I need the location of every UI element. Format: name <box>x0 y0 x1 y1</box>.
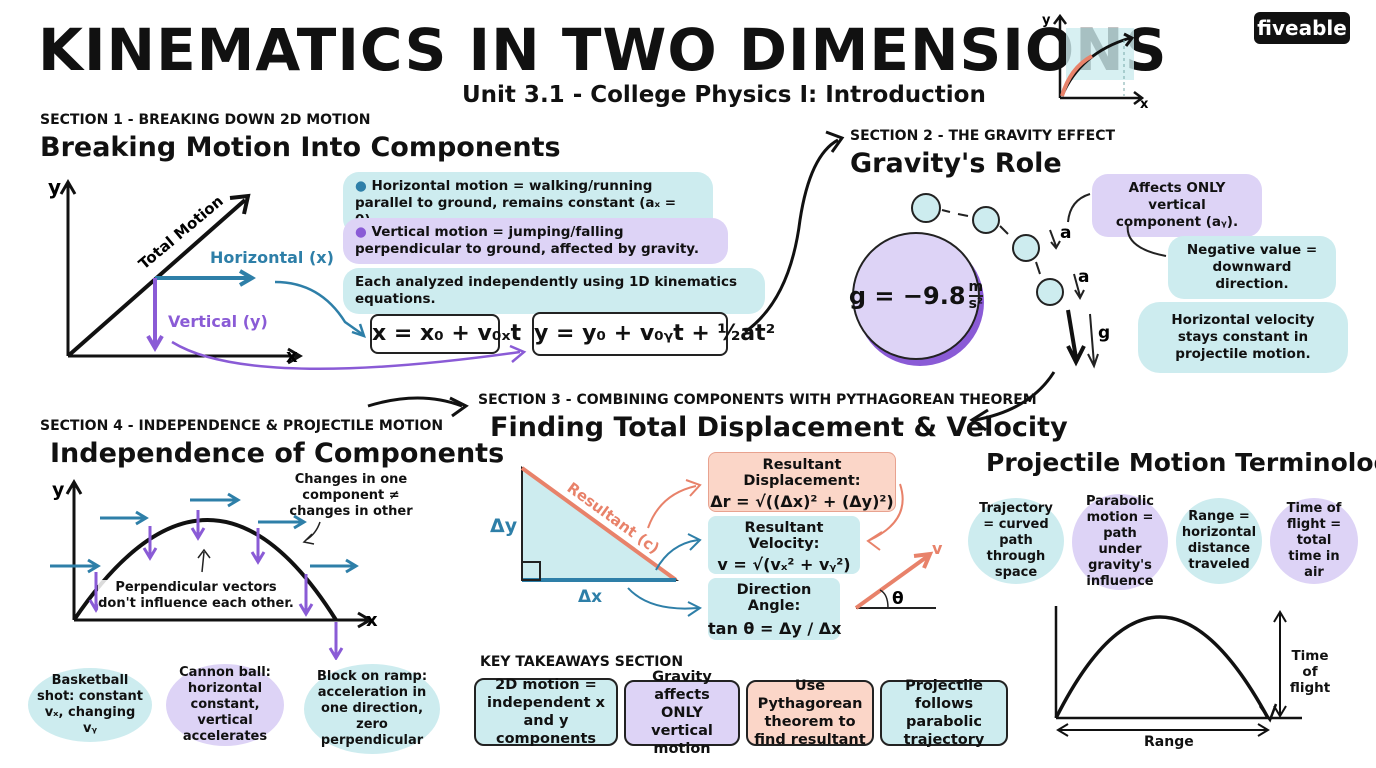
takeaways-label: KEY TAKEAWAYS SECTION <box>480 654 684 670</box>
g-unit-den: s² <box>968 296 984 312</box>
x-equation: x = x₀ + v₀ₓt <box>370 314 521 354</box>
s1-axis-x: x <box>286 346 298 367</box>
term-range: Range = horizontal distance traveled <box>1176 498 1262 584</box>
section3-arrows: v θ <box>627 479 943 617</box>
resultant-velocity-box: Resultant Velocity: v = √(vₓ² + vᵧ²) <box>708 516 860 574</box>
disp-title: Resultant Displacement: <box>743 457 861 489</box>
range-time-diagram <box>1054 606 1302 737</box>
section2-label: SECTION 2 - THE GRAVITY EFFECT <box>850 128 1116 144</box>
v-vector-label: v <box>932 539 943 558</box>
fiveable-logo[interactable]: fiveable <box>1254 12 1350 44</box>
section3-heading: Finding Total Displacement & Velocity <box>490 412 1068 443</box>
falling-ball-diagram: a a g <box>911 193 1110 369</box>
direction-angle-box: Direction Angle: tan θ = Δy / Δx <box>708 578 842 640</box>
horizontal-label: Horizontal (x) <box>210 248 334 267</box>
s4-axis-y: y <box>52 479 65 501</box>
vertical-label: Vertical (y) <box>168 312 268 331</box>
logo-x-label: x <box>1140 97 1149 108</box>
terminology-heading: Projectile Motion Terminology <box>986 448 1376 477</box>
g-value: g = −9.8 <box>848 282 966 310</box>
brand-text: fiveable <box>1257 16 1347 40</box>
angle-title: Direction Angle: <box>736 582 812 614</box>
disp-equation: Δr = √((Δx)² + (Δy)²) <box>710 492 894 511</box>
projectile-independence-diagram: y x <box>50 479 378 660</box>
range-label: Range <box>1144 734 1194 750</box>
takeaway-card-1: 2D motion = independent x and y componen… <box>474 677 618 747</box>
delta-y-label: Δy <box>490 515 518 537</box>
xy-graph-logo-icon: y x <box>1042 13 1149 108</box>
g-unit-num: m <box>968 279 984 297</box>
gravity-value-circle: g = −9.8 m s² <box>848 232 984 360</box>
section3-label: SECTION 3 - COMBINING COMPONENTS WITH PY… <box>478 392 1037 408</box>
horizontal-bullet-text: Horizontal motion = walking/running para… <box>355 178 677 228</box>
time-of-flight-label: Time of flight <box>1289 648 1331 696</box>
accel-label-2: a <box>1078 267 1089 287</box>
page-subtitle: Unit 3.1 - College Physics I: Introducti… <box>462 82 986 108</box>
section4-label: SECTION 4 - INDEPENDENCE & PROJECTILE MO… <box>40 418 444 434</box>
vertical-bullet-text: Vertical motion = jumping/falling perpen… <box>355 224 699 257</box>
s4-axis-x: x <box>366 610 378 631</box>
page-title: KINEMATICS IN TWO DIMENSIONS <box>38 16 1168 84</box>
theta-label: θ <box>892 589 904 609</box>
example-cannonball: Cannon ball: horizontal constant, vertic… <box>166 664 284 746</box>
resultant-displacement-box: Resultant Displacement: Δr = √((Δx)² + (… <box>708 452 896 512</box>
accel-label-1: a <box>1060 223 1071 243</box>
term-time-of-flight: Time of flight = total time in air <box>1270 498 1358 584</box>
takeaway-card-2: Gravity affects ONLY vertical motion <box>624 669 740 757</box>
takeaway-card-4: Projectile follows parabolic trajectory <box>880 678 1008 748</box>
section1-heading: Breaking Motion Into Components <box>40 132 561 163</box>
vertical-bullet: ● Vertical motion = jumping/falling perp… <box>343 218 728 264</box>
gravity-note-vertical: Affects ONLY vertical component (aᵧ). <box>1092 174 1262 237</box>
section4-heading: Independence of Components <box>50 438 505 469</box>
pythagorean-triangle: Δy Δx Resultant (c) <box>490 466 680 606</box>
example-block-ramp: Block on ramp: acceleration in one direc… <box>304 664 440 754</box>
gravity-note-horizontal: Horizontal velocity stays constant in pr… <box>1138 302 1348 373</box>
vel-equation: v = √(vₓ² + vᵧ²) <box>717 555 851 574</box>
vel-title: Resultant Velocity: <box>744 520 824 552</box>
angle-equation: tan θ = Δy / Δx <box>708 619 842 638</box>
section2-heading: Gravity's Role <box>850 148 1062 179</box>
component-diagram: y x Total Motion <box>48 175 303 367</box>
term-trajectory: Trajectory = curved path through space <box>968 498 1064 584</box>
independent-note: Each analyzed independently using 1D kin… <box>343 268 765 314</box>
term-parabolic: Parabolic motion = path under gravity's … <box>1072 494 1168 590</box>
y-equation: y = y₀ + v₀ᵧt + ½at² <box>532 312 775 356</box>
gravity-note-negative: Negative value = downward direction. <box>1168 236 1336 299</box>
callout-changes: Changes in one component ≠ changes in ot… <box>289 472 413 519</box>
g-unit: m s² <box>968 279 984 312</box>
section1-label: SECTION 1 - BREAKING DOWN 2D MOTION <box>40 112 371 128</box>
delta-x-label: Δx <box>578 587 602 606</box>
logo-y-label: y <box>1042 13 1051 28</box>
gravity-note-connectors <box>1067 193 1167 257</box>
s1-axis-y: y <box>48 175 61 199</box>
example-basketball: Basketball shot: constant vₓ, changing v… <box>28 668 152 742</box>
takeaway-card-3: Use Pythagorean theorem to find resultan… <box>746 678 874 748</box>
callout-perpendicular: Perpendicular vectors don't influence ea… <box>98 580 294 612</box>
g-arrow-label: g <box>1098 323 1110 343</box>
